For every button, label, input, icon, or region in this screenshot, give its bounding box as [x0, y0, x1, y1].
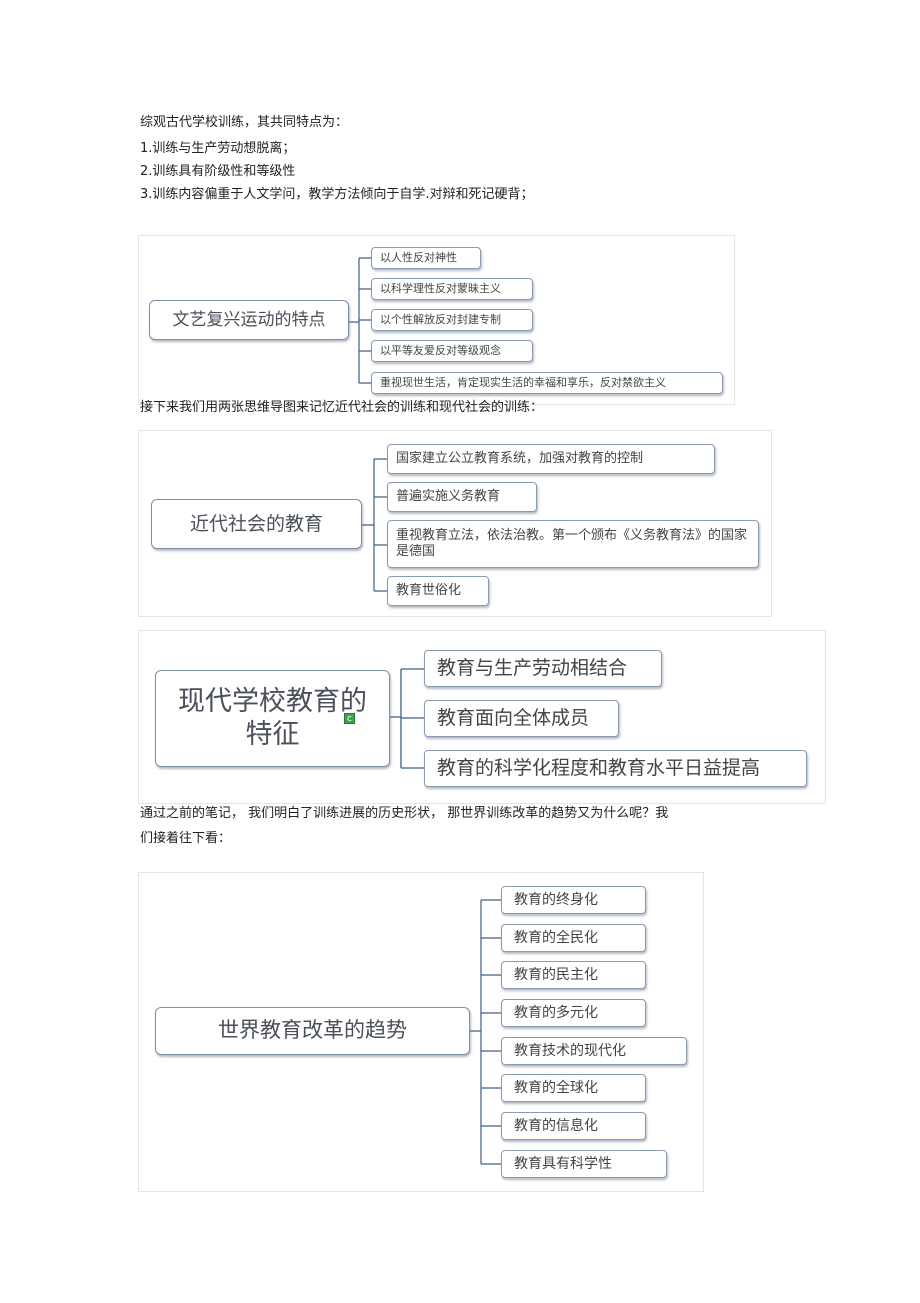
mindmap-renaissance-root: 文艺复兴运动的特点 [149, 300, 349, 340]
mindmap-modern-school-branch: 教育的科学化程度和教育水平日益提高 [424, 750, 807, 787]
mindmap-world-reform-branch: 教育的全民化 [501, 924, 646, 952]
mindmap-modern-school-connectors [390, 668, 424, 769]
mindmap-world-reform-branch: 教育的多元化 [501, 999, 646, 1027]
mindmap-world-reform-branch: 教育的民主化 [501, 961, 646, 989]
mindmap-renaissance: 文艺复兴运动的特点 以人性反对神性 以科学理性反对蒙昧主义 以个性解放反对封建专… [138, 235, 735, 405]
mindmap-renaissance-connectors [349, 257, 371, 384]
mindmap-modern-era-connectors [362, 458, 387, 592]
mindmap-world-reform-branch: 教育的信息化 [501, 1112, 646, 1140]
mindmap-world-reform-branch: 教育技术的现代化 [501, 1037, 687, 1065]
mindmap-modern-school-branch: 教育与生产劳动相结合 [424, 650, 662, 687]
mindmap-modern-era-education: 近代社会的教育 国家建立公立教育系统，加强对教育的控制 普遍实施义务教育 重视教… [138, 430, 772, 617]
mindmap-world-reform-branch: 教育的全球化 [501, 1074, 646, 1102]
mindmap-world-reform-branch: 教育具有科学性 [501, 1150, 667, 1178]
mindmap-world-reform: 世界教育改革的趋势 教育的终身化 教育的全民化 教育的民主化 教育的多元化 教育… [138, 872, 704, 1192]
mindmap-renaissance-branch: 以人性反对神性 [371, 247, 481, 269]
mindmap-world-reform-branch: 教育的终身化 [501, 886, 646, 914]
intro-lead: 综观古代学校训练，其共同特点为： [140, 115, 349, 130]
mindmap-modern-era-root: 近代社会的教育 [151, 499, 362, 549]
mindmap-modern-era-branch: 普遍实施义务教育 [387, 482, 537, 512]
reflection-line-1: 通过之前的笔记， 我们明白了训练进展的历史形状， 那世界训练改革的趋势又为什么呢… [140, 806, 669, 821]
mindmap-renaissance-branch: 重视现世生活，肯定现实生活的幸福和享乐，反对禁欲主义 [371, 372, 723, 394]
mindmap-modern-era-branch: 重视教育立法，依法治教。第一个颁布《义务教育法》的国家是德国 [387, 520, 759, 568]
intro-point-1: 1.训练与生产劳动想脱离； [140, 141, 296, 156]
badge-icon: c [344, 713, 355, 724]
intro-point-3: 3.训练内容偏重于人文学问，教学方法倾向于自学.对辩和死记硬背； [140, 187, 534, 202]
mindmap-modern-era-branch: 国家建立公立教育系统，加强对教育的控制 [387, 444, 715, 474]
mindmap-modern-school: 现代学校教育的特征 c 教育与生产劳动相结合 教育面向全体成员 教育的科学化程度… [138, 630, 826, 804]
mindmap-modern-era-branch: 教育世俗化 [387, 576, 489, 606]
mindmap-renaissance-branch: 以平等友爱反对等级观念 [371, 340, 533, 362]
mindmap-world-reform-root: 世界教育改革的趋势 [155, 1007, 470, 1055]
mindmap-renaissance-branch: 以科学理性反对蒙昧主义 [371, 278, 533, 300]
mindmap-renaissance-branch: 以个性解放反对封建专制 [371, 309, 533, 331]
transition-text: 接下来我们用两张思维导图来记忆近代社会的训练和现代社会的训练： [140, 400, 544, 415]
reflection-line-2: 们接着往下看： [140, 831, 232, 846]
mindmap-world-reform-connectors [470, 899, 501, 1165]
intro-point-2: 2.训练具有阶级性和等级性 [140, 164, 296, 179]
mindmap-modern-school-branch: 教育面向全体成员 [424, 700, 619, 737]
